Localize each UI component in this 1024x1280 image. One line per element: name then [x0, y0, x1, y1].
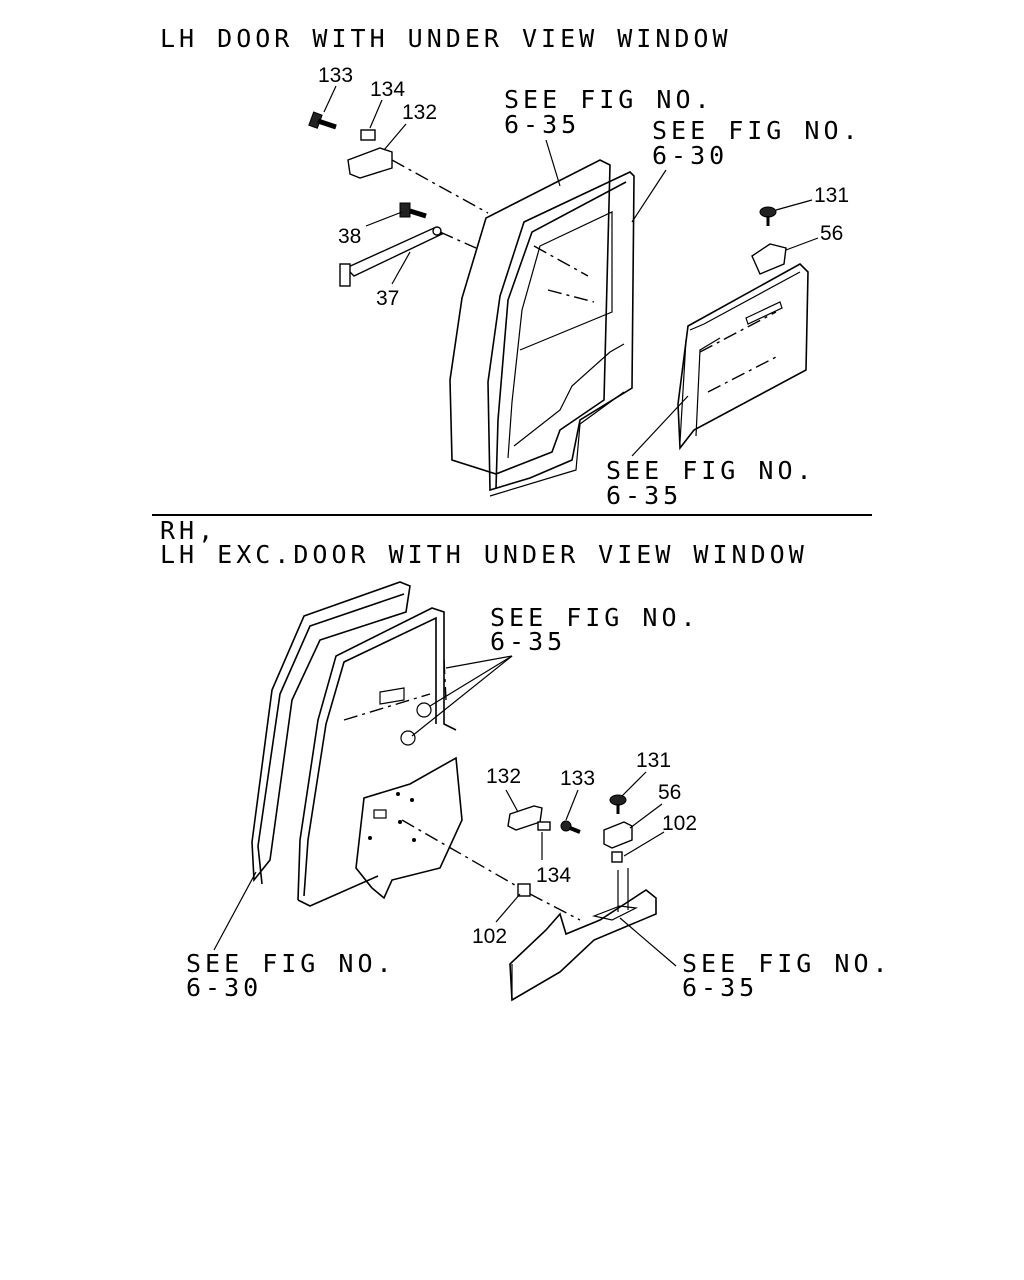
top-section-title: LH DOOR WITH UNDER VIEW WINDOW	[160, 24, 732, 53]
bottom-ref-a-line2: 6-35	[490, 627, 566, 656]
callout-56: 56	[820, 222, 843, 245]
clip-102-lower	[517, 883, 531, 897]
callout-134: 134	[370, 78, 405, 101]
bottom-section-title-line1: RH,	[160, 516, 217, 545]
top-ref-b-line2: 6-30	[652, 141, 728, 170]
top-ref-a-line2: 6-35	[504, 110, 580, 139]
callout-132: 132	[402, 101, 437, 124]
bottom-callout-134: 134	[536, 864, 571, 887]
bottom-callout-131: 131	[636, 749, 671, 772]
clip-102-upper	[611, 851, 623, 863]
bolt-133-part	[308, 111, 337, 130]
bottom-section-title-line2: LH EXC.DOOR WITH UNDER VIEW WINDOW	[160, 540, 808, 569]
cup-56-part	[751, 243, 787, 275]
bottom-ref-c-line2: 6-35	[682, 973, 758, 1002]
callout-38: 38	[338, 225, 361, 248]
bottom-ref-b-line2: 6-30	[186, 973, 262, 1002]
bottom-ref-b-line1: SEE FIG NO.	[186, 949, 396, 978]
bottom-ref-c-line1: SEE FIG NO.	[682, 949, 892, 978]
bracket-132-part	[347, 147, 393, 179]
bottom-callout-133: 133	[560, 767, 595, 790]
top-ref-b-line1: SEE FIG NO.	[652, 116, 862, 145]
bottom-callout-132: 132	[486, 765, 521, 788]
callout-131: 131	[814, 184, 849, 207]
shim-134-bottom	[537, 821, 551, 831]
callout-37: 37	[376, 287, 399, 310]
armrest-part	[509, 868, 657, 1002]
check-link-37-part	[339, 226, 444, 287]
bottom-callout-102b: 102	[472, 925, 507, 948]
shim-134-part	[360, 129, 376, 141]
bolt-133-bottom	[560, 820, 581, 834]
screw-131-bottom	[609, 794, 627, 814]
door-trim-panel	[677, 263, 809, 451]
top-ref-a-line1: SEE FIG NO.	[504, 85, 714, 114]
bottom-callout-56: 56	[658, 781, 681, 804]
bracket-132-bottom	[507, 805, 543, 831]
cup-56-bottom	[603, 821, 633, 849]
bottom-ref-a-line1: SEE FIG NO.	[490, 603, 700, 632]
top-ref-c-line1: SEE FIG NO.	[606, 456, 816, 485]
rh-door-assembly	[251, 581, 463, 907]
top-ref-c-line2: 6-35	[606, 481, 682, 510]
bolt-38-part	[399, 202, 427, 219]
lh-door-assembly	[449, 159, 635, 497]
callout-133: 133	[318, 64, 353, 87]
bottom-callout-102a: 102	[662, 812, 697, 835]
screw-131-part	[759, 206, 777, 226]
